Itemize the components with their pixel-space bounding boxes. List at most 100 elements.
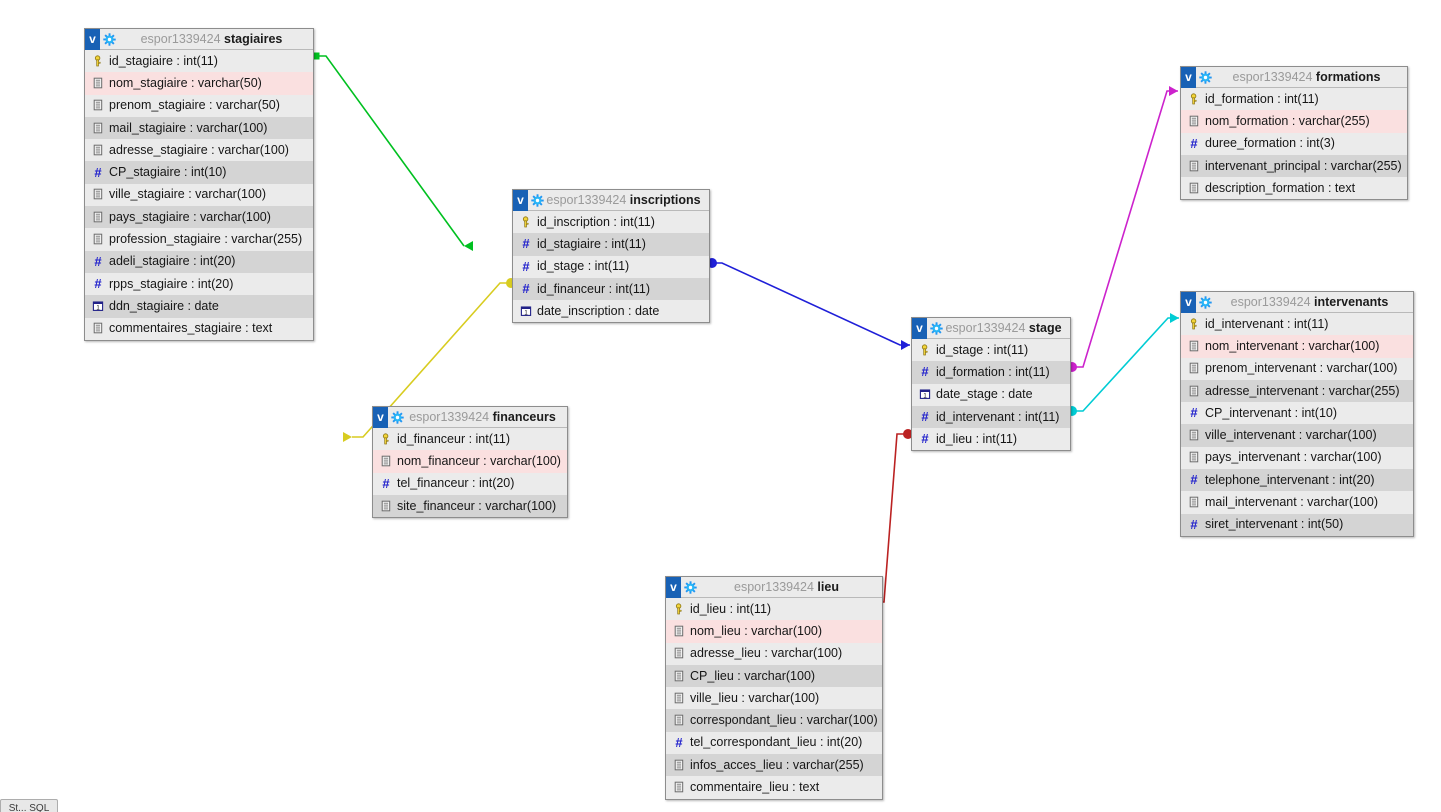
table-row[interactable]: #id_stage : int(11) (513, 255, 709, 278)
table-row[interactable]: mail_stagiaire : varchar(100) (85, 116, 313, 140)
table-db-name: espor1339424 (1232, 70, 1316, 84)
column-label: date_inscription : date (537, 303, 660, 318)
table-header-inscriptions[interactable]: v espor1339424 inscriptions (513, 189, 709, 211)
table-row[interactable]: ville_stagiaire : varchar(100) (85, 183, 313, 207)
table-row[interactable]: #CP_intervenant : int(10) (1181, 402, 1413, 425)
visibility-toggle-icon[interactable]: v (666, 576, 681, 598)
key-icon (1186, 93, 1202, 105)
column-label: commentaire_lieu : text (690, 780, 820, 795)
visibility-toggle-icon[interactable]: v (912, 317, 927, 339)
gear-icon[interactable] (528, 190, 546, 211)
column-label: adeli_stagiaire : int(20) (109, 254, 236, 269)
table-row[interactable]: id_inscription : int(11) (513, 211, 709, 234)
gear-icon[interactable] (927, 318, 945, 339)
table-row[interactable]: commentaires_stagiaire : text (85, 317, 313, 340)
table-row[interactable]: ville_intervenant : varchar(100) (1181, 424, 1413, 447)
table-row[interactable]: #id_intervenant : int(11) (912, 405, 1070, 429)
table-row[interactable]: commentaire_lieu : text (666, 776, 882, 799)
table-row[interactable]: #tel_financeur : int(20) (373, 472, 567, 495)
table-row[interactable]: #id_financeur : int(11) (513, 277, 709, 301)
table-row[interactable]: id_intervenant : int(11) (1181, 313, 1413, 336)
gear-icon[interactable] (681, 577, 699, 598)
gear-icon[interactable] (1196, 292, 1214, 313)
table-row[interactable]: #id_stagiaire : int(11) (513, 233, 709, 256)
table-row[interactable]: id_stagiaire : int(11) (85, 50, 313, 73)
column-label: description_formation : text (1205, 180, 1356, 195)
column-label: CP_intervenant : int(10) (1205, 405, 1338, 420)
sql-status-button[interactable]: St... SQL (0, 799, 58, 812)
column-label: nom_formation : varchar(255) (1205, 113, 1370, 128)
table-row[interactable]: id_financeur : int(11) (373, 428, 567, 451)
gear-icon[interactable] (1196, 67, 1214, 88)
column-label: id_lieu : int(11) (690, 601, 772, 616)
table-row[interactable]: pays_stagiaire : varchar(100) (85, 206, 313, 229)
table-name: lieu (817, 580, 839, 594)
table-row[interactable]: description_formation : text (1181, 177, 1407, 200)
table-row[interactable]: #id_lieu : int(11) (912, 428, 1070, 451)
table-row[interactable]: id_formation : int(11) (1181, 88, 1407, 111)
table-row[interactable]: #duree_formation : int(3) (1181, 132, 1407, 155)
document-icon (90, 211, 106, 223)
visibility-toggle-icon[interactable]: v (1181, 291, 1196, 313)
table-row[interactable]: ville_lieu : varchar(100) (666, 687, 882, 710)
table-row[interactable]: #siret_intervenant : int(50) (1181, 513, 1413, 536)
table-row[interactable]: adresse_stagiaire : varchar(100) (85, 139, 313, 162)
table-row[interactable]: site_financeur : varchar(100) (373, 494, 567, 518)
table-row[interactable]: nom_financeur : varchar(100) (373, 450, 567, 473)
table-row[interactable]: id_stage : int(11) (912, 339, 1070, 362)
column-label: date_stage : date (936, 387, 1033, 402)
table-row[interactable]: CP_lieu : varchar(100) (666, 664, 882, 688)
table-row[interactable]: #id_formation : int(11) (912, 361, 1070, 384)
table-row[interactable]: nom_intervenant : varchar(100) (1181, 335, 1413, 358)
table-row[interactable]: nom_stagiaire : varchar(50) (85, 72, 313, 95)
table-row[interactable]: adresse_lieu : varchar(100) (666, 642, 882, 665)
table-row[interactable]: nom_lieu : varchar(100) (666, 620, 882, 643)
visibility-toggle-icon[interactable]: v (85, 28, 100, 50)
relation-rel-stagiaire (312, 52, 473, 251)
column-label: id_financeur : int(11) (397, 431, 511, 446)
table-row[interactable]: #rpps_stagiaire : int(20) (85, 272, 313, 296)
table-title-inscriptions: espor1339424 inscriptions (546, 193, 703, 207)
table-row[interactable]: prenom_intervenant : varchar(100) (1181, 357, 1413, 380)
table-row[interactable]: #CP_stagiaire : int(10) (85, 161, 313, 184)
table-row[interactable]: profession_stagiaire : varchar(255) (85, 228, 313, 251)
table-row[interactable]: nom_formation : varchar(255) (1181, 110, 1407, 133)
visibility-toggle-icon[interactable]: v (1181, 66, 1196, 88)
table-row[interactable]: #tel_correspondant_lieu : int(20) (666, 731, 882, 755)
table-row[interactable]: prenom_stagiaire : varchar(50) (85, 94, 313, 117)
column-label: adresse_lieu : varchar(100) (690, 646, 843, 661)
table-row[interactable]: correspondant_lieu : varchar(100) (666, 709, 882, 732)
table-row[interactable]: infos_acces_lieu : varchar(255) (666, 754, 882, 777)
table-box-inscriptions[interactable]: v espor1339424 inscriptions id_inscription… (512, 189, 710, 324)
table-row[interactable]: #adeli_stagiaire : int(20) (85, 250, 313, 273)
visibility-toggle-icon[interactable]: v (373, 406, 388, 428)
gear-icon[interactable] (388, 407, 406, 428)
table-row[interactable]: id_lieu : int(11) (666, 598, 882, 621)
gear-icon[interactable] (100, 29, 118, 50)
column-label: id_stage : int(11) (936, 342, 1029, 357)
visibility-toggle-icon[interactable]: v (513, 189, 528, 211)
hash-icon: # (921, 364, 929, 380)
table-row[interactable]: mail_intervenant : varchar(100) (1181, 491, 1413, 514)
table-row[interactable]: #telephone_intervenant : int(20) (1181, 469, 1413, 492)
table-row[interactable]: adresse_intervenant : varchar(255) (1181, 379, 1413, 403)
table-row[interactable]: pays_intervenant : varchar(100) (1181, 446, 1413, 470)
table-row[interactable]: intervenant_principal : varchar(255) (1181, 154, 1407, 178)
calendar-icon: 1 (917, 388, 933, 400)
